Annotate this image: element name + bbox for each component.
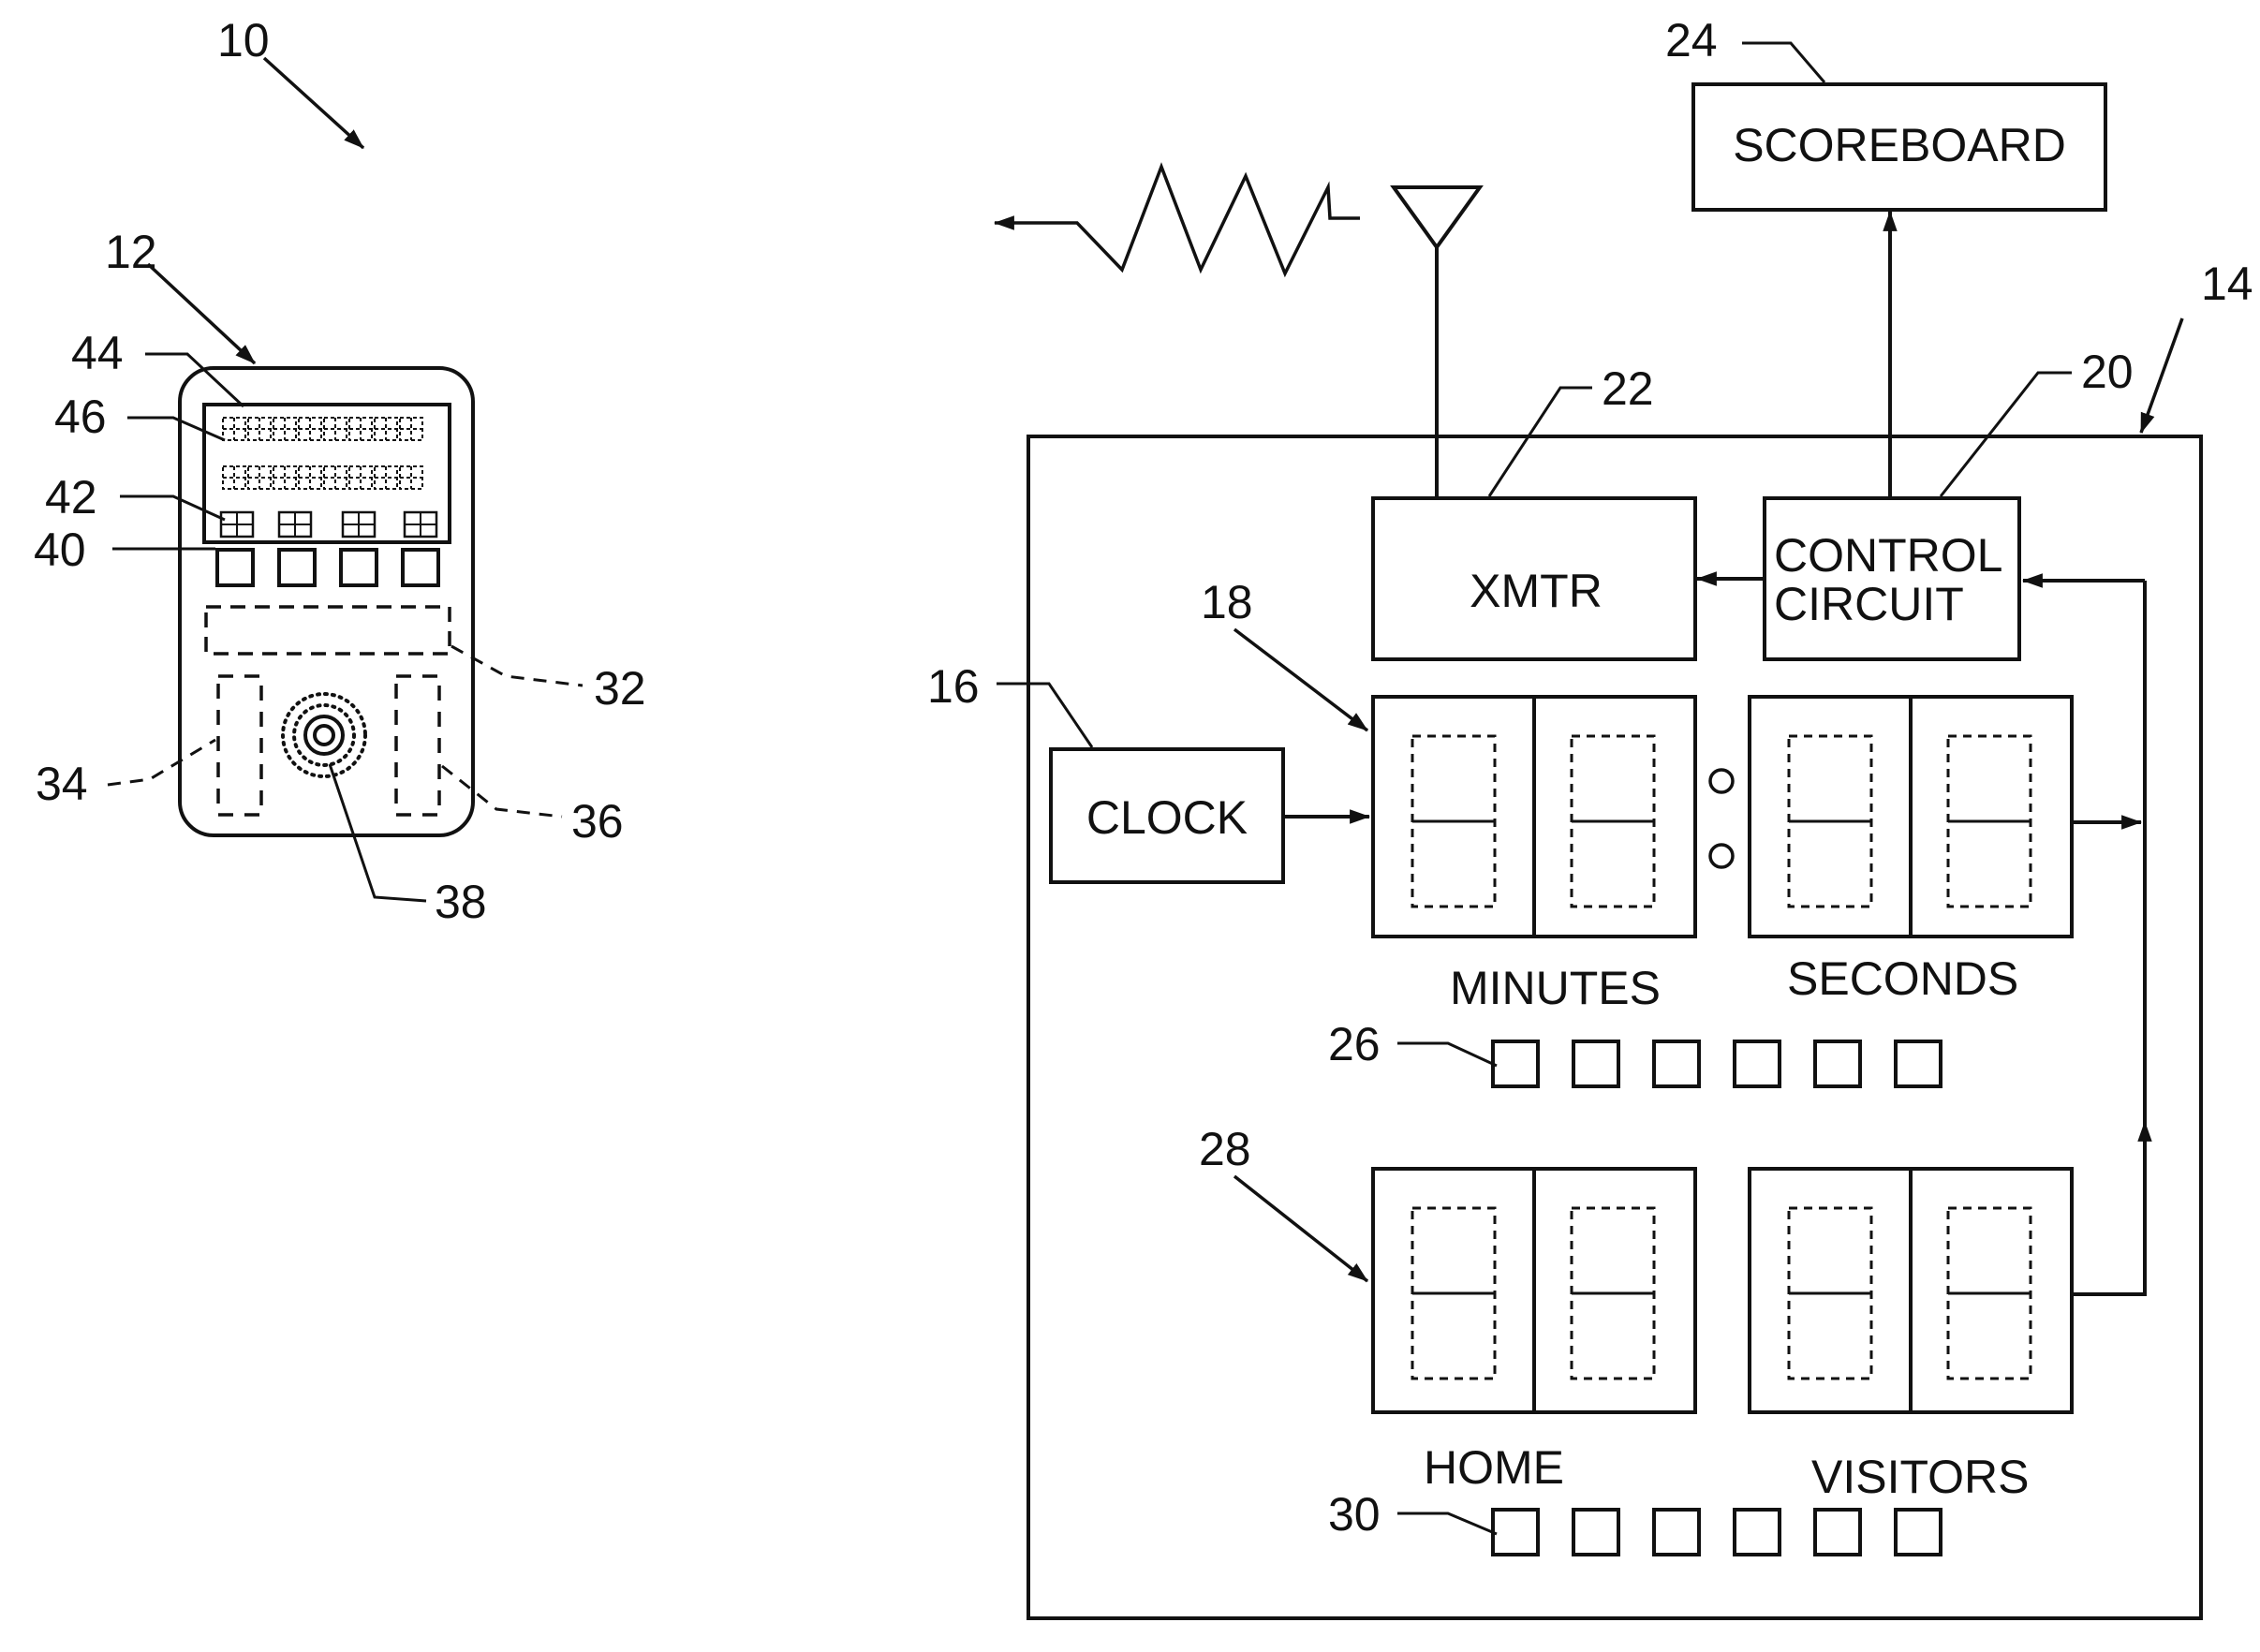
svg-text:XMTR: XMTR	[1470, 565, 1603, 617]
timer-buttons: 26	[1328, 1018, 1941, 1086]
handheld-dot-matrix	[223, 418, 422, 489]
svg-text:46: 46	[54, 391, 107, 443]
svg-text:42: 42	[45, 471, 97, 524]
scoreboard-block: SCOREBOARD 24	[1665, 14, 2105, 210]
handheld-speaker	[283, 694, 365, 776]
clock-block: CLOCK 16	[927, 660, 1283, 882]
handheld-unit: 12 44 46 42	[34, 226, 646, 928]
visitors-label: VISITORS	[1811, 1451, 2029, 1503]
svg-text:36: 36	[571, 795, 624, 848]
xmtr-block: XMTR 22	[1373, 362, 1695, 659]
svg-text:CIRCUIT: CIRCUIT	[1774, 578, 1964, 630]
svg-text:44: 44	[71, 327, 124, 379]
handheld-receiver	[206, 607, 450, 654]
svg-text:22: 22	[1602, 362, 1654, 415]
svg-text:26: 26	[1328, 1018, 1381, 1070]
handheld-battery-right	[396, 676, 439, 815]
svg-text:32: 32	[594, 662, 646, 715]
svg-text:CLOCK: CLOCK	[1086, 791, 1248, 844]
svg-text:16: 16	[927, 660, 980, 713]
handheld-screen	[204, 405, 450, 542]
control-circuit-block: CONTROL CIRCUIT 20	[1765, 346, 2134, 659]
svg-text:24: 24	[1665, 14, 1718, 66]
minutes-label: MINUTES	[1450, 962, 1661, 1014]
svg-text:30: 30	[1328, 1488, 1381, 1541]
svg-text:20: 20	[2081, 346, 2134, 398]
handheld-battery-left	[218, 676, 261, 815]
svg-text:CONTROL: CONTROL	[1774, 529, 2002, 582]
home-label: HOME	[1424, 1441, 1564, 1494]
svg-text:12: 12	[105, 226, 157, 278]
handheld-lcd-digits	[221, 512, 436, 537]
svg-text:38: 38	[435, 876, 487, 928]
seconds-label: SECONDS	[1787, 952, 2018, 1005]
svg-text:40: 40	[34, 524, 86, 576]
antenna-signal	[995, 167, 1480, 496]
svg-text:SCOREBOARD: SCOREBOARD	[1733, 119, 2066, 171]
score-display: 28	[1199, 1123, 2072, 1412]
svg-text:28: 28	[1199, 1123, 1251, 1175]
handheld-reference: 12	[105, 226, 255, 363]
svg-text:18: 18	[1201, 576, 1253, 628]
svg-text:34: 34	[36, 758, 88, 810]
svg-text:14: 14	[2201, 258, 2253, 310]
svg-text:10: 10	[217, 14, 270, 66]
handheld-buttons	[217, 550, 438, 585]
system-reference: 10	[217, 14, 363, 148]
